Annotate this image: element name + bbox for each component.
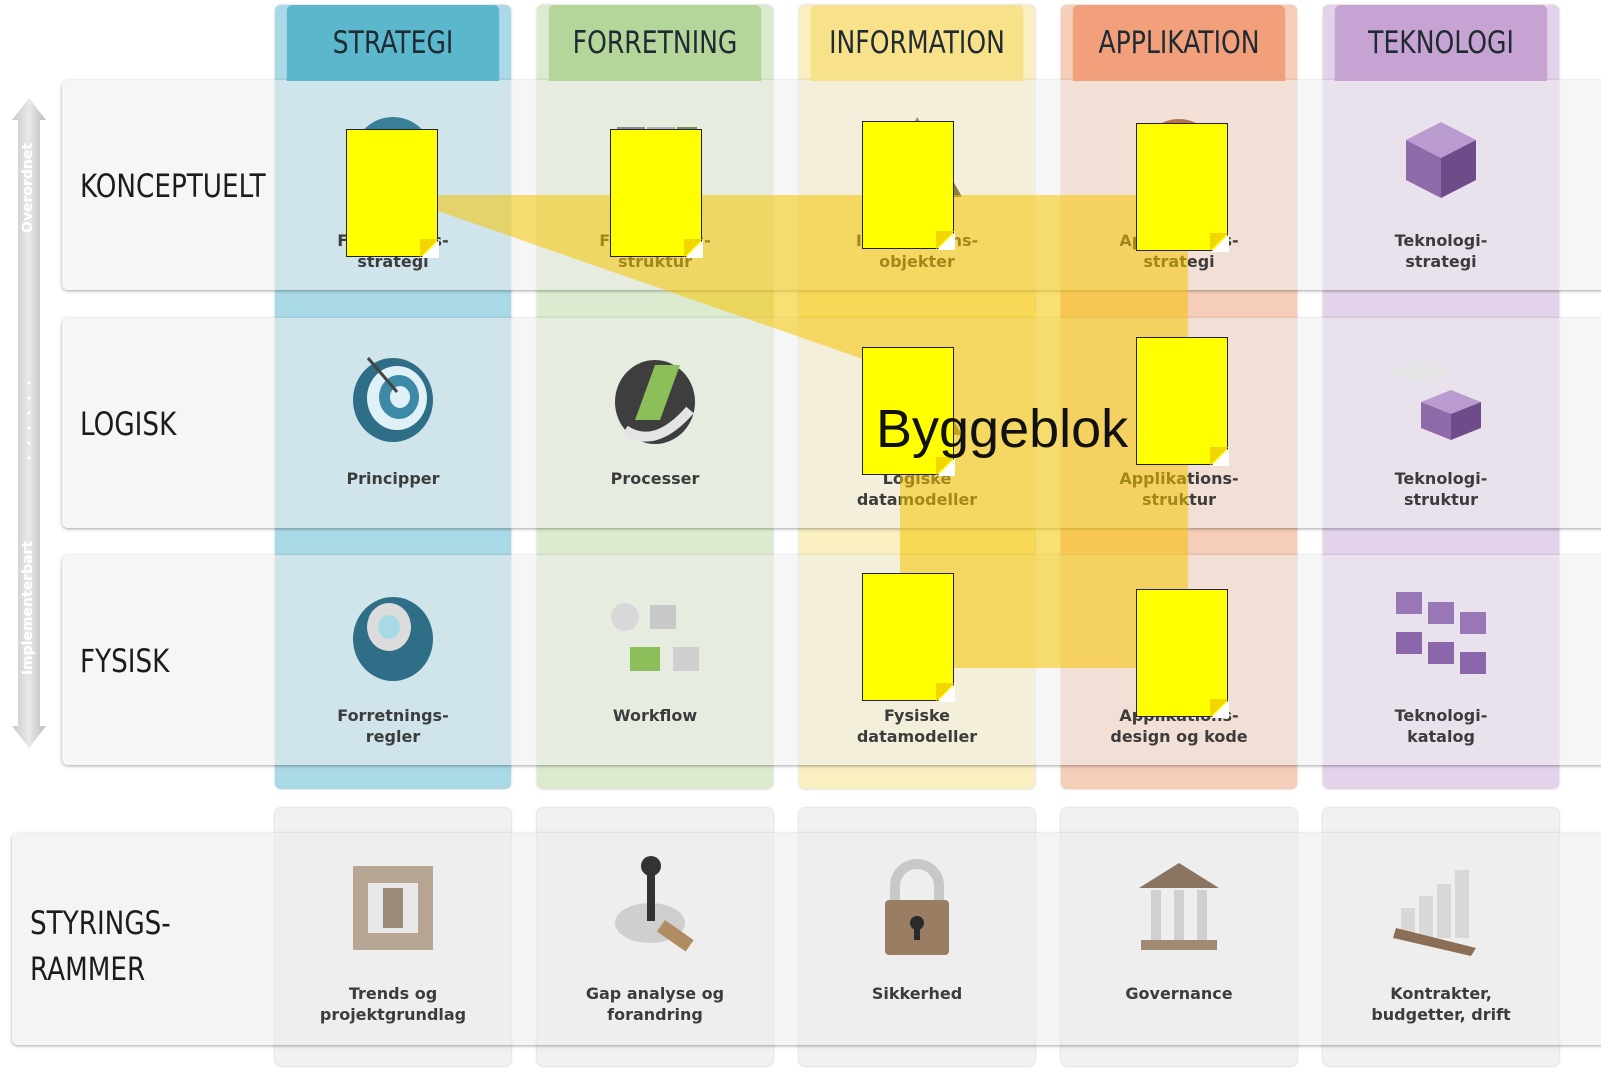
- governance-cell-label: Trends og projektgrundlag: [319, 984, 467, 1024]
- column-header-teknologi: TEKNOLOGI: [1334, 5, 1548, 81]
- sticky-note[interactable]: [862, 573, 955, 702]
- sticky-note[interactable]: [1136, 337, 1229, 466]
- sticky-note[interactable]: [346, 129, 439, 258]
- sticky-note[interactable]: [1136, 589, 1229, 718]
- cell-label: Fysiske datamodeller: [856, 706, 978, 746]
- sticky-note[interactable]: [1136, 123, 1229, 252]
- row-band-logisk: [62, 318, 1601, 528]
- pillars-icon: [1119, 848, 1239, 968]
- byggeblok-connector: [392, 195, 1188, 668]
- abstraction-arrow: Overordnet Implementerbart: [12, 98, 46, 748]
- cube-grid-icon: [1381, 577, 1501, 697]
- joystick-icon: [595, 848, 715, 968]
- row-band-fysisk: [62, 555, 1601, 765]
- process-icon: [595, 340, 715, 460]
- cell-label: Teknologi- struktur: [1394, 469, 1488, 509]
- column-header-applikation: APPLIKATION: [1072, 5, 1286, 81]
- byggeblok-gap: [430, 200, 1150, 395]
- governance-cell-label: Sikkerhed: [871, 984, 963, 1003]
- dartboard-icon: [333, 340, 453, 460]
- cell-label: Forretnings- regler: [337, 706, 449, 746]
- row-label-konceptuelt: KONCEPTUELT: [80, 167, 266, 205]
- ring-target-icon: [333, 577, 453, 697]
- workflow-icon: [595, 577, 715, 697]
- sticky-note[interactable]: [610, 129, 703, 258]
- cell-label: Workflow: [612, 706, 698, 725]
- cell-label: Processer: [610, 469, 700, 488]
- blocks-icon: [333, 848, 453, 968]
- row-label-fysisk: FYSISK: [80, 642, 170, 680]
- governance-cell-label: Kontrakter, budgetter, drift: [1371, 984, 1511, 1024]
- column-header-forretning: FORRETNING: [548, 5, 762, 81]
- cubes-icon: [1381, 340, 1501, 460]
- bar-chart-icon: [1381, 848, 1501, 968]
- sticky-note[interactable]: [862, 347, 955, 476]
- governance-cell-label: Gap analyse og forandring: [585, 984, 725, 1024]
- cell-label: Principper: [346, 469, 440, 488]
- cell-label: Teknologi- strategi: [1394, 231, 1488, 271]
- row-label-logisk: LOGISK: [80, 405, 177, 443]
- governance-cell-label: Governance: [1125, 984, 1233, 1003]
- sticky-note[interactable]: [862, 121, 955, 250]
- padlock-icon: [857, 848, 977, 968]
- column-header-information: INFORMATION: [810, 5, 1024, 81]
- cube-icon: [1381, 102, 1501, 222]
- cell-label: Teknologi- katalog: [1394, 706, 1488, 746]
- column-header-strategi: STRATEGI: [286, 5, 500, 81]
- byggeblok-label: Byggeblok: [876, 399, 1129, 459]
- governance-label: STYRINGS- RAMMER: [30, 904, 171, 988]
- governance-band: [12, 833, 1601, 1045]
